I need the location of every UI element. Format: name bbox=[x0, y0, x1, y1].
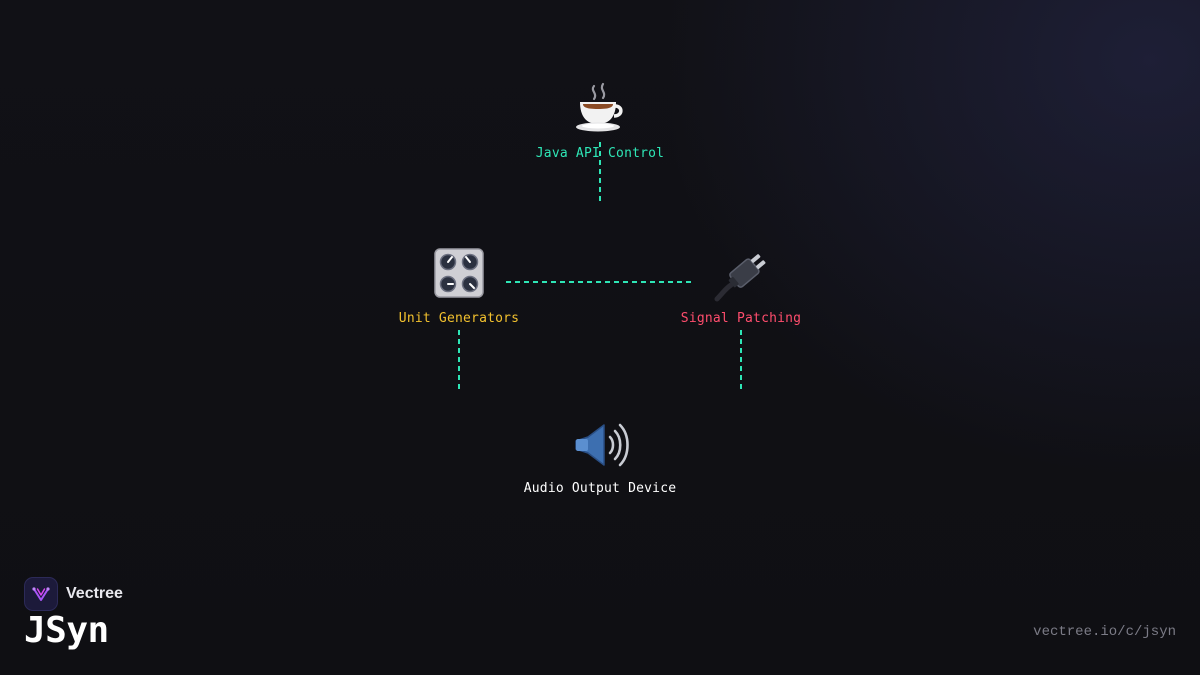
node-unit-generators: Unit Generators bbox=[349, 247, 569, 326]
node-label-java: Java API Control bbox=[535, 146, 665, 161]
node-label-unit: Unit Generators bbox=[398, 311, 520, 326]
page-title: JSyn bbox=[24, 610, 109, 651]
node-label-signal: Signal Patching bbox=[680, 311, 802, 326]
node-label-audio: Audio Output Device bbox=[523, 481, 677, 496]
source-url: vectree.io/c/jsyn bbox=[1033, 624, 1176, 640]
brand-block: Vectree bbox=[24, 577, 123, 611]
control-knobs-icon bbox=[434, 248, 484, 298]
node-java-api-control: Java API Control bbox=[490, 82, 710, 161]
node-signal-patching: Signal Patching bbox=[631, 247, 851, 326]
vectree-logo-icon bbox=[24, 577, 58, 611]
speaker-icon bbox=[575, 423, 629, 467]
brand-name: Vectree bbox=[66, 585, 123, 602]
coffee-cup-icon bbox=[576, 82, 623, 132]
node-audio-output-device: Audio Output Device bbox=[490, 417, 710, 496]
electric-plug-icon bbox=[714, 254, 766, 302]
